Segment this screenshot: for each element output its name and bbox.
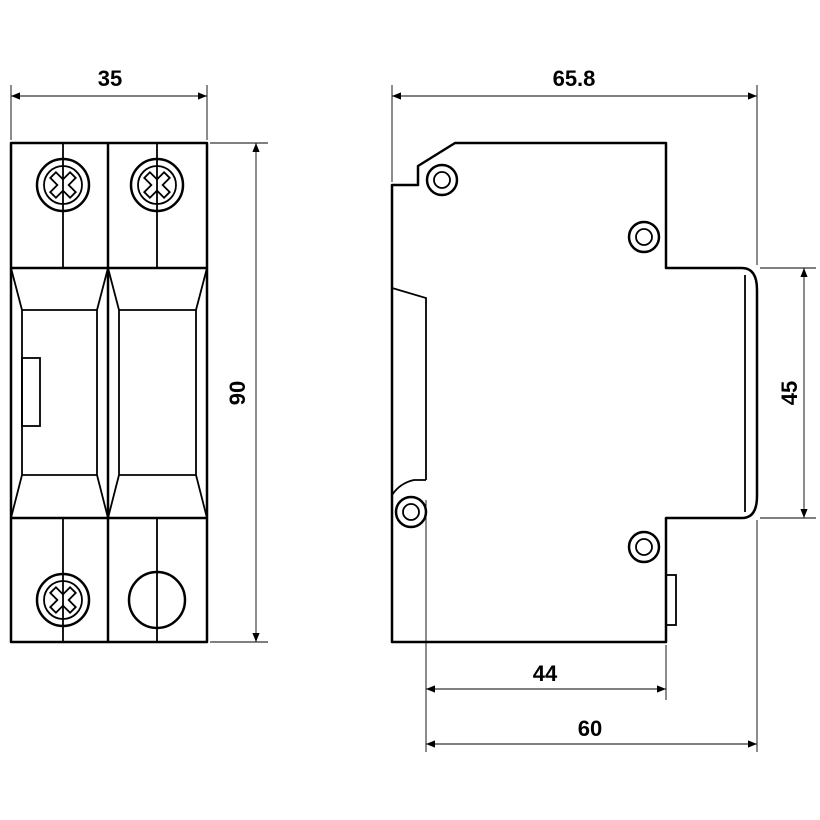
- dim-label-front-width: 35: [98, 66, 122, 91]
- side-view: [390, 141, 759, 644]
- front-face-bevel: [195, 267, 208, 519]
- dim-side-width: 65.8: [391, 66, 758, 265]
- toggle-lever: [21, 357, 41, 427]
- dim-front-width: 35: [10, 66, 208, 140]
- din-rail-clip: [391, 479, 426, 496]
- screw-icon: [35, 572, 91, 628]
- screw-icon: [35, 157, 91, 213]
- rivet-icon: [627, 530, 661, 564]
- dim-label-side-depth-total: 60: [578, 716, 602, 741]
- dim-label-front-height: 90: [225, 381, 250, 405]
- rivet-icon: [425, 163, 459, 197]
- dim-side-depth-total: 60: [426, 520, 758, 752]
- dim-label-side-depth-inner: 44: [533, 661, 558, 686]
- side-body-outline: [390, 141, 759, 644]
- dim-label-side-body-height: 45: [777, 381, 802, 405]
- dim-label-side-width: 65.8: [553, 66, 596, 91]
- dim-front-height: 90: [210, 142, 268, 643]
- screw-icon: [129, 157, 185, 213]
- empty-terminal-icon: [127, 570, 187, 630]
- front-view: [9, 141, 209, 644]
- din-rail-clip: [391, 185, 427, 480]
- rivet-icon: [627, 220, 661, 254]
- front-face-bevel: [107, 267, 120, 519]
- connector-tab: [665, 574, 677, 626]
- rivet-icon: [394, 495, 428, 529]
- front-face-bevel: [10, 267, 23, 519]
- dim-side-depth-inner: 44: [425, 500, 667, 752]
- front-face-bevel: [96, 267, 109, 519]
- dim-side-body-height: 45: [760, 267, 816, 519]
